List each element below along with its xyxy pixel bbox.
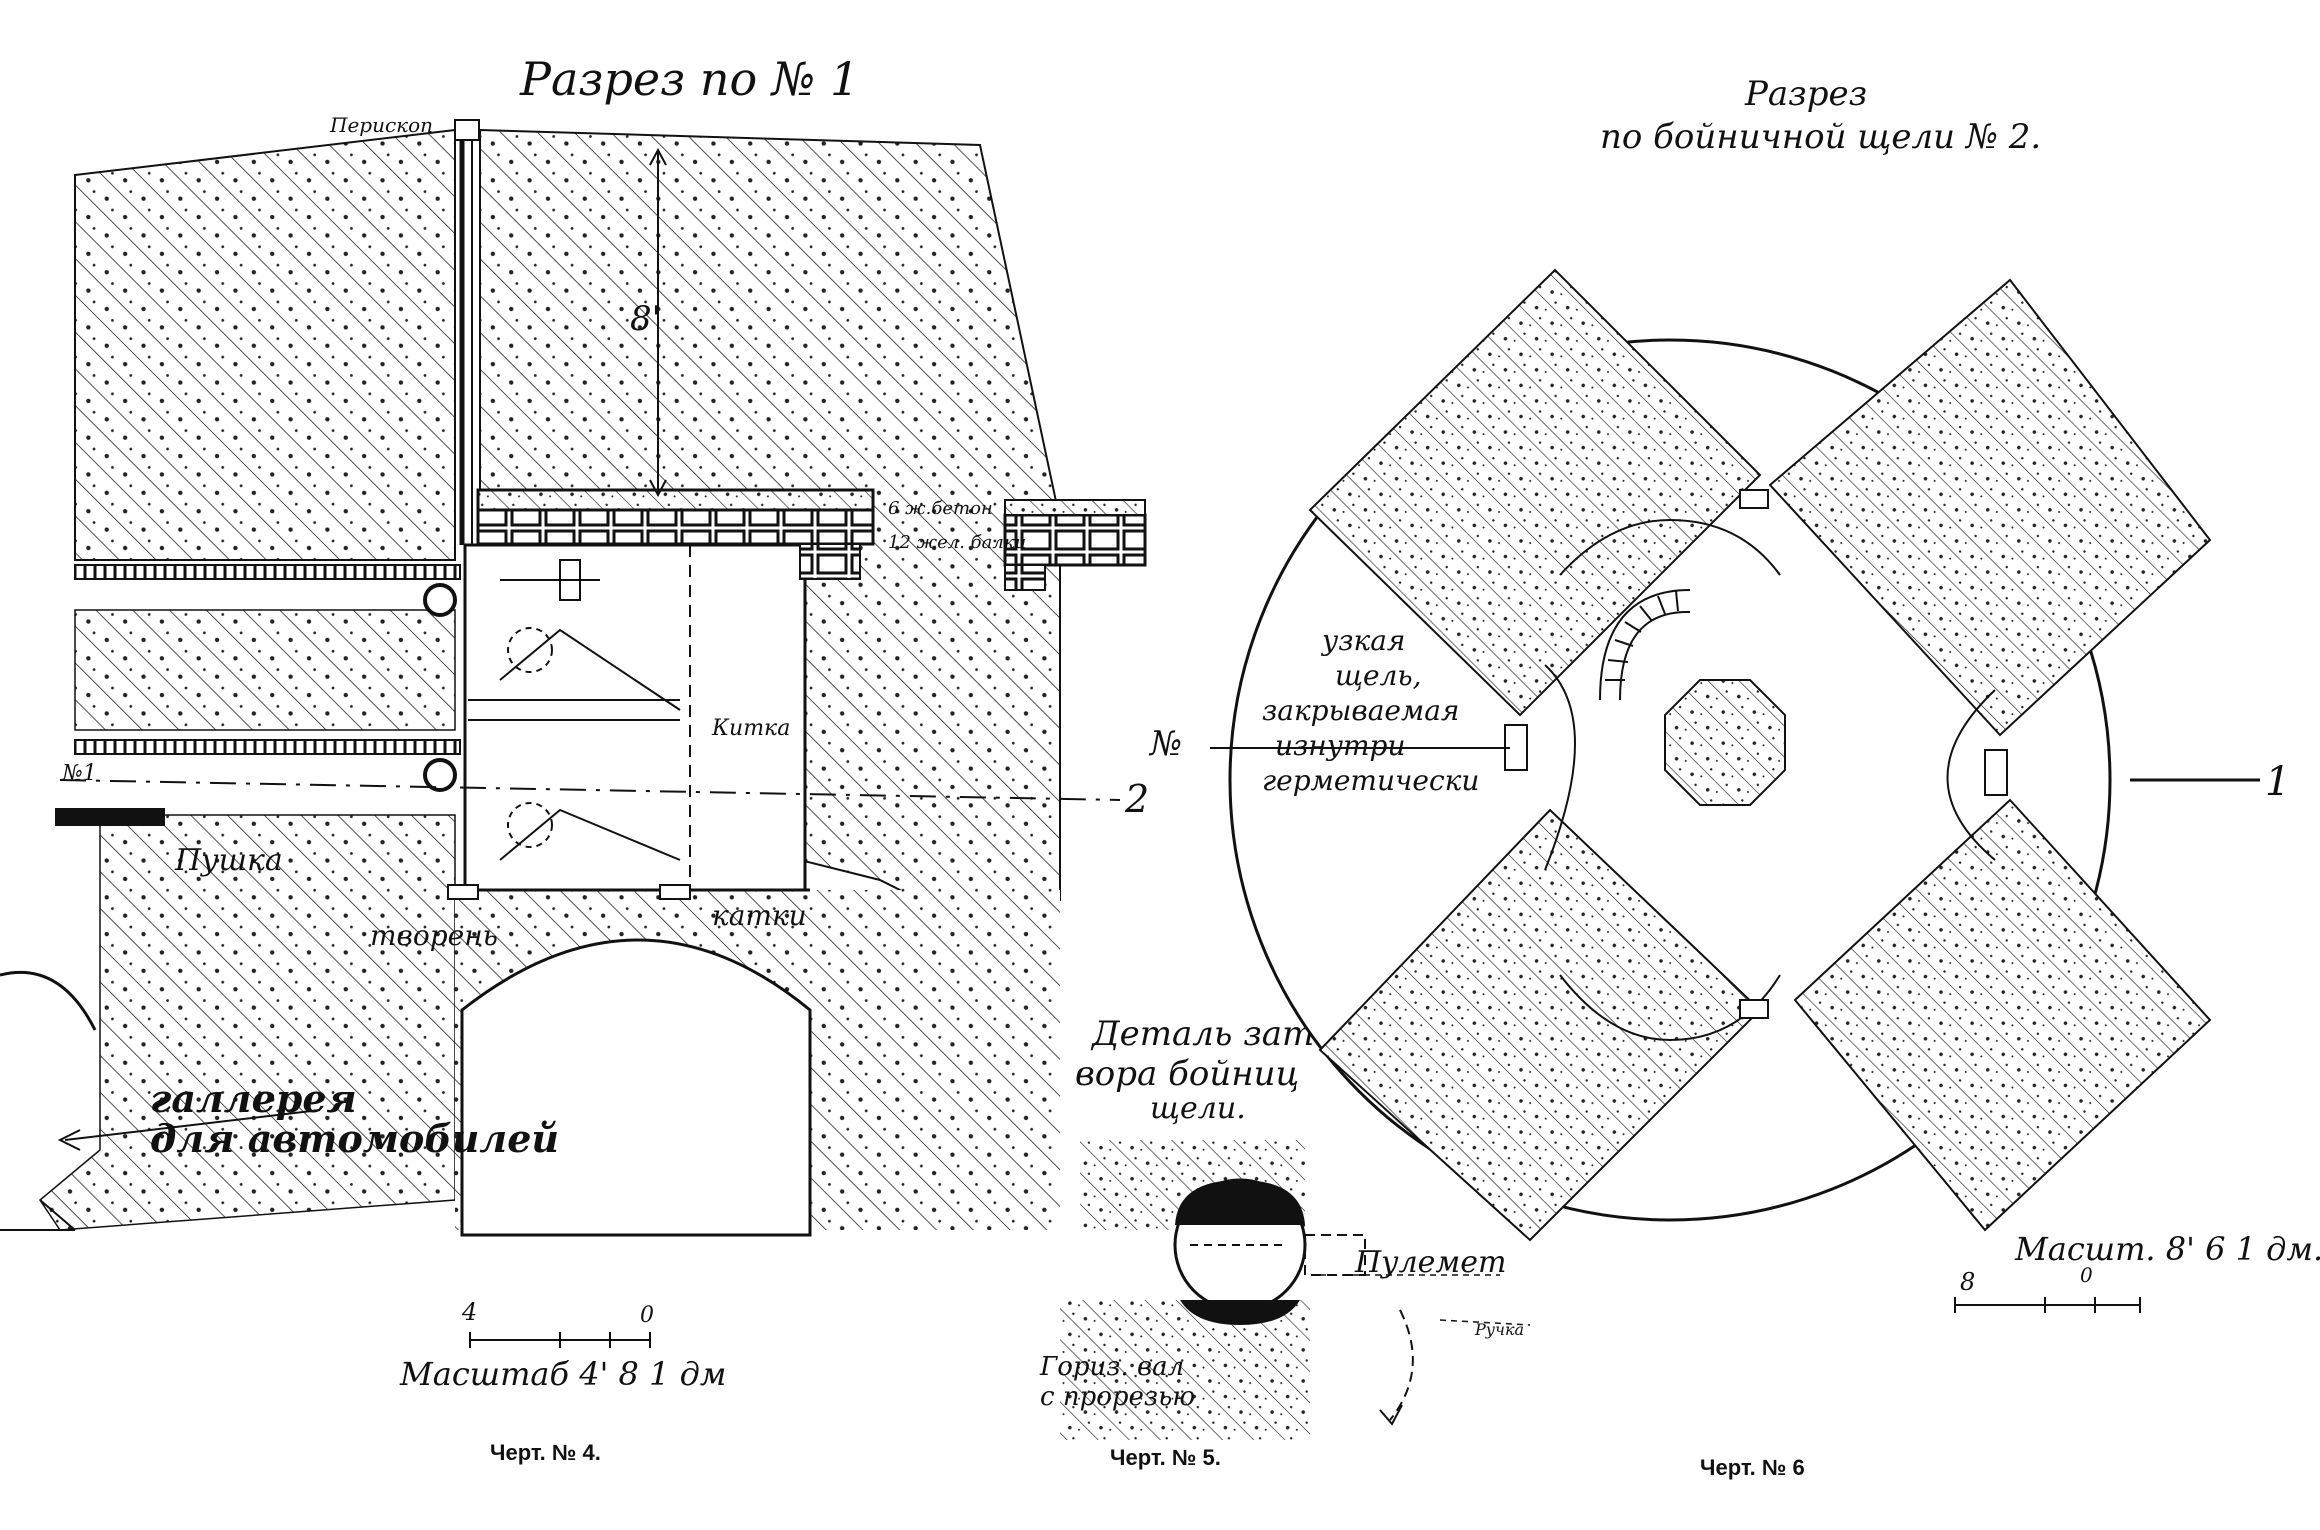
label-kitka: Китка <box>711 716 790 741</box>
turret-chamber <box>463 543 807 892</box>
spiral-staircase <box>1599 589 1691 701</box>
figure-6-scale-left: 8 <box>1960 1268 1975 1296</box>
figure-4-scale-right: 0 <box>640 1303 654 1328</box>
detail-wall-lower <box>1060 1300 1310 1440</box>
figure-6-scale-text: Масшт. 8' 6 1 дм. <box>2014 1230 2320 1268</box>
handle-arc <box>1389 1309 1414 1421</box>
figure-5-detail <box>1060 1140 1531 1440</box>
upper-mass <box>74 128 456 561</box>
floor-beam-upper <box>74 564 461 580</box>
figure-6-section-left: № <box>1148 724 1182 764</box>
label-slit-4: изнутри <box>1275 729 1406 762</box>
roof-beams <box>476 508 875 546</box>
label-slit-2: щель, <box>1335 659 1422 692</box>
label-horizontal-shaft-1: Гориз. вал <box>1039 1352 1184 1382</box>
masonry-arms <box>1308 268 2212 1242</box>
shutter-bottom <box>1180 1300 1300 1325</box>
label-gallery-2: для автомобилей <box>150 1116 559 1161</box>
gallery-arch <box>460 938 812 1237</box>
floor-beam-lower <box>74 739 461 755</box>
figure-6-title-1: Разрез <box>1744 74 1867 114</box>
figure-5-title-3: щели. <box>1150 1091 1246 1126</box>
label-beams: 12 жел. балки <box>888 532 1026 553</box>
figure-6-section-right: 1 <box>2265 759 2290 805</box>
label-concrete: 6 ж.бетон <box>888 498 993 519</box>
label-slit-1: узкая <box>1320 624 1405 657</box>
label-horizontal-shaft-2: с прорезью <box>1040 1382 1195 1412</box>
label-slit-3: закрываемая <box>1262 694 1459 727</box>
roof-concrete <box>476 488 875 512</box>
figure-6-scale-right: 0 <box>2080 1263 2093 1287</box>
figure-4-title: Разрез по № 1 <box>519 52 859 106</box>
figure-6-caption: Черт. № 6 <box>1700 1455 1805 1480</box>
figure-4-caption: Черт. № 4. <box>490 1440 601 1465</box>
label-tvoreni: творень <box>370 919 498 952</box>
figure-6-scale-bar <box>1954 1297 2141 1313</box>
figure-6-title-2: по бойничной щели № 2. <box>1600 117 2041 157</box>
lower-mass-left <box>74 609 456 731</box>
figure-4-scale-text: Масштаб 4' 8 1 дм <box>399 1355 726 1393</box>
label-slit-5: герметически <box>1262 764 1479 797</box>
label-katki: катки <box>712 899 807 932</box>
label-periscope: Перископ <box>329 113 433 137</box>
figure-4-section <box>0 119 1147 1348</box>
gallery-arrow <box>64 1109 321 1141</box>
figure-5-title-1: Деталь зат- <box>1090 1014 1326 1054</box>
label-pushka: Пушка <box>174 843 283 878</box>
turret-mechanism <box>447 545 810 900</box>
label-height: 8' <box>630 299 661 339</box>
figure-5-caption: Черт. № 5. <box>1110 1445 1221 1470</box>
figure-4-scale-left: 4 <box>461 1298 477 1326</box>
shutter-top <box>1175 1180 1305 1225</box>
gun-muzzle <box>55 808 165 826</box>
label-machinegun: Пулемет <box>1354 1245 1507 1280</box>
figure-6-plan <box>1210 268 2260 1313</box>
label-section-right: 2 <box>1124 777 1149 821</box>
figure-4-scale-bar <box>469 1332 651 1348</box>
central-column <box>1664 679 1786 806</box>
label-ruchka: Ручка <box>1474 1320 1524 1339</box>
label-gallery-1: галлерея <box>150 1076 357 1121</box>
label-section-left: №1 <box>61 761 97 786</box>
figure-5-title-2: вора бойниц <box>1075 1054 1299 1094</box>
